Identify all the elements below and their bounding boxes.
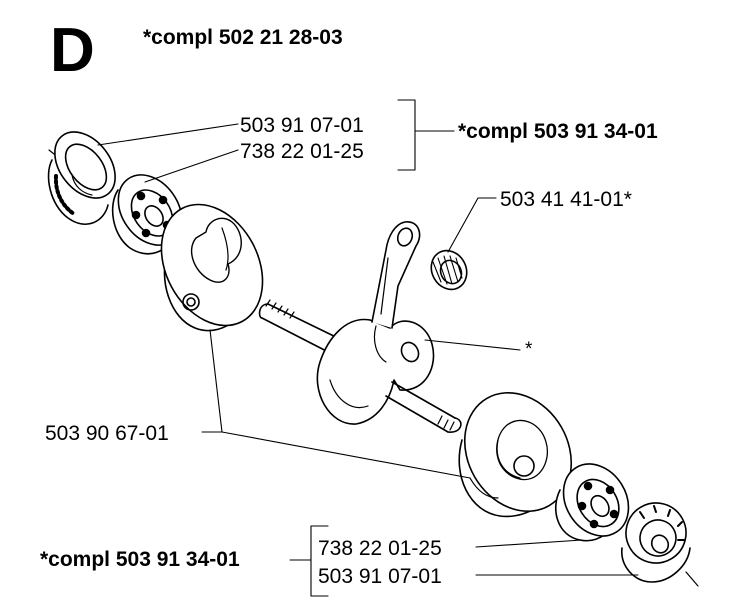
crank-half-left: [160, 203, 264, 332]
crank-shaft-core: [258, 299, 462, 433]
part-number-seal-bottom: 503 91 07-01: [318, 565, 442, 588]
oil-seal-top: [47, 131, 116, 225]
leader-lines: [97, 99, 639, 597]
connecting-rod: [371, 221, 421, 329]
section-letter: D: [50, 16, 95, 85]
part-number-bearing-top: 738 22 01-25: [240, 140, 364, 163]
part-number-crank-halves: 503 90 67-01: [45, 422, 169, 445]
part-number-bearing-bottom: 738 22 01-25: [318, 537, 442, 560]
oil-seal-bottom: [621, 502, 699, 587]
needle-bearing: [430, 249, 468, 291]
part-number-needle-bearing: 503 41 41-01*: [500, 188, 632, 211]
asterisk-note: *: [525, 339, 533, 360]
kit-label-top: *compl 503 91 34-01: [458, 120, 658, 143]
part-number-seal-top: 503 91 07-01: [240, 114, 364, 137]
ball-bearing-bottom: [555, 463, 630, 542]
crank-half-right: [458, 391, 573, 518]
kit-label-bottom: *compl 503 91 34-01: [40, 548, 240, 571]
assembly-title: *compl 502 21 28-03: [143, 26, 343, 49]
